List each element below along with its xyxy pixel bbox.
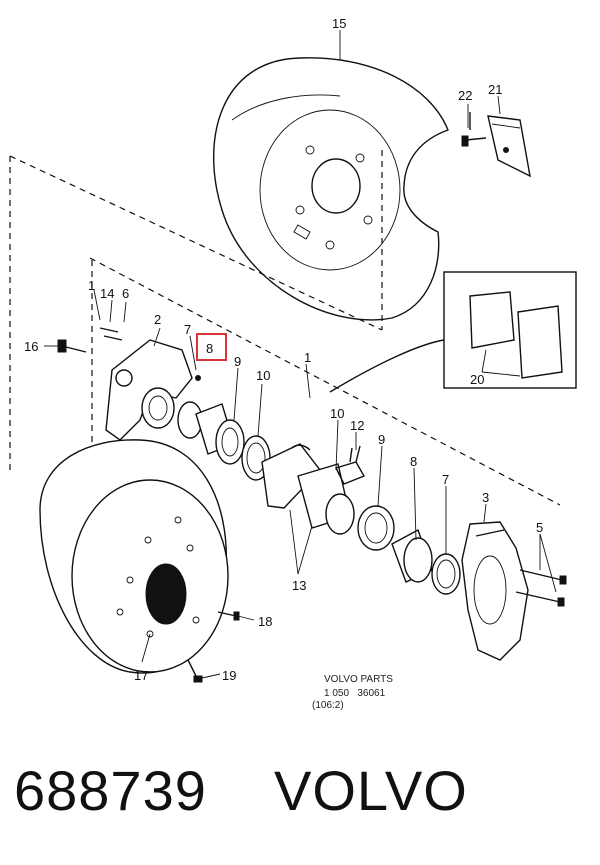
diagram-canvas: 15 22 21 1 14 6 2 7 8 16 9 10 1 20 10 12…: [9, 16, 577, 711]
callout-10-right: 10: [330, 406, 344, 421]
callout-14: 14: [100, 286, 114, 301]
dust-shield: [212, 57, 449, 321]
callout-19: 19: [222, 668, 236, 683]
callout-16: 16: [24, 339, 38, 354]
stamp-line-3: (106:2): [312, 700, 344, 711]
callout-9-left: 9: [234, 354, 241, 369]
callout-13: 13: [292, 578, 306, 593]
callout-8-right: 8: [410, 454, 417, 469]
callout-1-top: 1: [88, 278, 95, 293]
piston-left-group: [177, 401, 271, 481]
callout-7-left: 7: [184, 322, 191, 337]
piston-right-group: [325, 493, 461, 595]
shim-inset-box: [329, 271, 577, 393]
bracket-and-bolt: [461, 112, 531, 178]
reference-stamp: VOLVO PARTS 1 050 36061 (106:2): [312, 674, 393, 711]
callout-1-middle: 1: [304, 350, 311, 365]
callout-3: 3: [482, 490, 489, 505]
part-caption: 688739 VOLVO: [0, 720, 600, 865]
caliper-housing: [461, 521, 529, 661]
part-number: 688739: [14, 759, 207, 822]
small-fasteners: [57, 327, 240, 683]
callout-22: 22: [458, 88, 472, 103]
callout-20: 20: [470, 372, 484, 387]
callout-6: 6: [122, 286, 129, 301]
brand-name: VOLVO: [274, 759, 468, 822]
callout-10-left: 10: [256, 368, 270, 383]
caliper-bracket: [105, 339, 201, 441]
callout-17: 17: [134, 668, 148, 683]
pad-spring: [335, 445, 366, 485]
callout-12: 12: [350, 418, 364, 433]
callout-7-right: 7: [442, 472, 449, 487]
callout-labels: 15 22 21 1 14 6 2 7 8 16 9 10 1 20 10 12…: [24, 16, 543, 683]
brake-disc: [39, 439, 229, 674]
callout-15: 15: [332, 16, 346, 31]
callout-8-highlighted: 8: [206, 341, 213, 356]
caliper-bolts: [515, 569, 567, 607]
highlighted-callout-box: [196, 333, 227, 361]
assembly-outline: [9, 150, 561, 506]
stamp-line-1: VOLVO PARTS: [324, 674, 393, 685]
callout-21: 21: [488, 82, 502, 97]
callout-2: 2: [154, 312, 161, 327]
leader-lines: [44, 30, 557, 679]
callout-9-right: 9: [378, 432, 385, 447]
callout-5: 5: [536, 520, 543, 535]
stamp-line-2: 1 050 36061: [324, 688, 386, 699]
callout-18: 18: [258, 614, 272, 629]
exploded-parts-diagram: 15 22 21 1 14 6 2 7 8 16 9 10 1 20 10 12…: [9, 16, 577, 711]
